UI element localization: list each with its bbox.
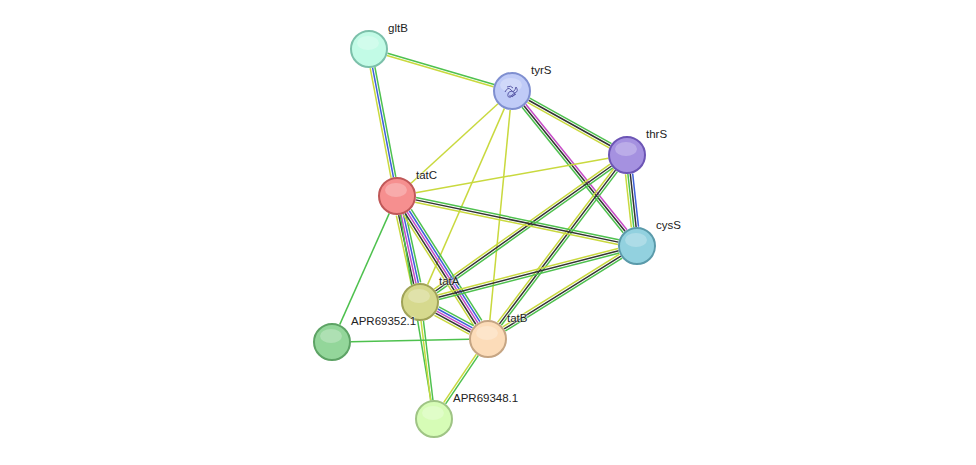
node-highlight (625, 233, 647, 247)
evidence-line (387, 56, 494, 87)
protein-node: gltB (350, 30, 388, 68)
evidence-line (436, 313, 471, 332)
node-label: cysS (656, 219, 681, 231)
interaction-edge (503, 254, 622, 331)
evidence-line (434, 315, 469, 334)
evidence-line (351, 339, 469, 341)
evidence-line (504, 256, 621, 329)
interaction-edge (340, 213, 390, 324)
evidence-line (375, 67, 396, 177)
interaction-edge (387, 53, 494, 87)
evidence-line (438, 309, 473, 328)
evidence-line (416, 200, 619, 242)
protein-node: APR69348.1 (415, 400, 453, 438)
interaction-edge (434, 307, 473, 334)
protein-node: tyrS (493, 72, 531, 110)
evidence-line (421, 321, 430, 400)
protein-node: thrS (608, 136, 646, 174)
node-highlight (476, 326, 498, 340)
node-highlight (385, 183, 407, 197)
evidence-line (503, 254, 620, 327)
evidence-line (499, 170, 615, 324)
structure-icon (495, 74, 528, 107)
node-highlight (408, 289, 430, 303)
evidence-line (388, 53, 495, 84)
interaction-edge (415, 198, 619, 245)
evidence-line (434, 164, 610, 289)
node-label: APR69348.1 (453, 392, 518, 404)
evidence-line (524, 106, 625, 231)
node-label: tatB (507, 312, 527, 324)
node-label: tatA (439, 275, 459, 287)
evidence-line (522, 107, 623, 232)
node-label: tatC (416, 169, 437, 181)
interaction-edge (434, 164, 613, 293)
node-label: thrS (646, 128, 667, 140)
interaction-edge (370, 67, 396, 178)
protein-node: tatC (378, 177, 416, 215)
node-highlight (615, 142, 637, 156)
evidence-line (625, 174, 631, 227)
evidence-line (411, 104, 498, 183)
interaction-edge (498, 169, 618, 326)
interaction-edge (625, 173, 638, 227)
evidence-line (501, 172, 617, 326)
interaction-edge (351, 339, 469, 341)
interaction-edge (416, 158, 609, 192)
protein-node: cysS (618, 227, 656, 265)
node-label: APR69352.1 (351, 315, 416, 327)
evidence-line (505, 258, 622, 331)
evidence-line (439, 307, 474, 326)
interaction-edge (421, 321, 433, 401)
evidence-line (396, 216, 411, 285)
evidence-line (370, 68, 391, 178)
node-label: tyrS (531, 64, 551, 76)
evidence-line (415, 202, 618, 244)
evidence-line (437, 311, 472, 330)
node-highlight (422, 406, 444, 420)
evidence-line (530, 98, 612, 144)
node-label: gltB (388, 22, 408, 34)
evidence-line (340, 213, 390, 324)
evidence-line (416, 158, 609, 192)
evidence-line (423, 321, 432, 400)
protein-node: tatB (469, 320, 507, 358)
interaction-edge (411, 104, 498, 183)
node-highlight (320, 329, 342, 343)
evidence-line (416, 198, 619, 240)
node-highlight (357, 36, 379, 50)
protein-node: APR69352.1 (313, 323, 351, 361)
evidence-line (373, 68, 394, 178)
